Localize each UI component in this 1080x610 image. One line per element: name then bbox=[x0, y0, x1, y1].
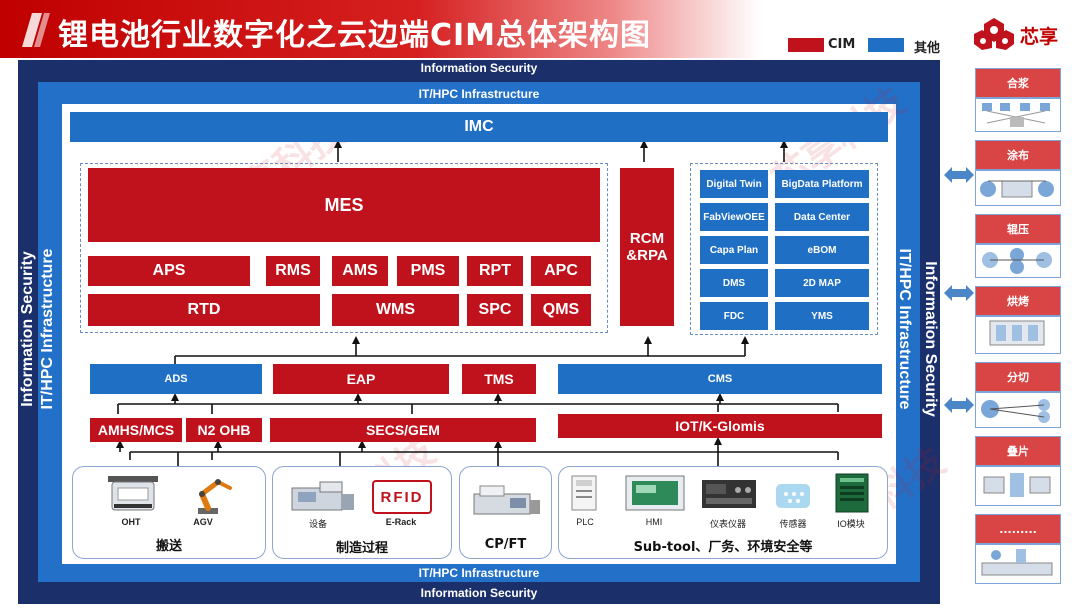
page-title: 锂电池行业数字化之云边端CIM总体架构图 bbox=[58, 18, 652, 53]
process-card-baking: 烘烤 bbox=[975, 286, 1061, 354]
cpft-equipment-icon bbox=[473, 485, 540, 515]
information-security-label-right: Information Security bbox=[922, 261, 939, 417]
process-label: 烘烤 bbox=[976, 287, 1060, 317]
other-systems-group bbox=[690, 163, 878, 335]
transport-panel bbox=[72, 466, 266, 559]
system-dms: DMS bbox=[700, 269, 768, 297]
system-fabviewoee: FabViewOEE bbox=[700, 203, 768, 231]
eap-box: EAP bbox=[273, 364, 449, 394]
double-arrow-icon bbox=[944, 397, 974, 413]
logo-icon bbox=[974, 18, 1014, 50]
subtool-title: Sub-tool、厂务、环境安全等 bbox=[633, 540, 813, 555]
system-bigdata-platform: BigData Platform bbox=[775, 170, 869, 198]
sensor-caption: 传感器 bbox=[779, 519, 807, 529]
module-qms: QMS bbox=[531, 294, 591, 326]
module-aps: APS bbox=[88, 256, 250, 286]
coating-diagram-icon bbox=[980, 180, 1054, 198]
module-rpt: RPT bbox=[467, 256, 523, 286]
system-ebom: eBOM bbox=[775, 236, 869, 264]
process-card-more: ......... bbox=[975, 514, 1061, 584]
hmi-icon bbox=[625, 475, 685, 511]
sensor-icon bbox=[776, 484, 810, 508]
double-arrow-icon bbox=[944, 285, 974, 301]
oht-icon bbox=[108, 476, 158, 511]
process-card-slitting: 分切 bbox=[975, 362, 1061, 428]
more-process-diagram-icon bbox=[981, 549, 1053, 576]
module-wms: WMS bbox=[332, 294, 459, 326]
mixing-diagram-icon bbox=[982, 103, 1050, 127]
instrument-caption: 仪表仪器 bbox=[709, 519, 746, 529]
process-card-mixing: 合浆 bbox=[975, 68, 1061, 132]
manufacturing-title: 制造过程 bbox=[335, 541, 388, 556]
process-card-rolling: 辊压 bbox=[975, 214, 1061, 278]
stacking-diagram-icon bbox=[983, 473, 1051, 497]
system-data-center: Data Center bbox=[775, 203, 869, 231]
legend-other-label: 其他 bbox=[914, 41, 941, 56]
module-spc: SPC bbox=[467, 294, 523, 326]
legend-other-swatch bbox=[868, 38, 904, 52]
system-fdc: FDC bbox=[700, 302, 768, 330]
plc-caption: PLC bbox=[576, 517, 594, 527]
hmi-caption: HMI bbox=[645, 517, 663, 527]
module-apc: APC bbox=[531, 256, 591, 286]
oht-caption: OHT bbox=[121, 517, 141, 527]
iot-kglomis-box: IOT/K-Glomis bbox=[558, 414, 882, 438]
amhs-mcs-box: AMHS/MCS bbox=[90, 418, 182, 442]
imc-bar: IMC bbox=[70, 112, 888, 142]
logo-text: 芯享 bbox=[1020, 26, 1059, 48]
system-capa-plan: Capa Plan bbox=[700, 236, 768, 264]
equipment-icon bbox=[291, 481, 354, 511]
baking-diagram-icon bbox=[989, 320, 1045, 346]
process-card-coating: 涂布 bbox=[975, 140, 1061, 206]
information-security-label-top: Information Security bbox=[420, 61, 538, 75]
agv-robot-arm-icon bbox=[198, 479, 232, 514]
cms-box: CMS bbox=[558, 364, 882, 394]
module-rms: RMS bbox=[266, 256, 320, 286]
cpft-title: CP/FT bbox=[484, 537, 527, 552]
io-module-icon bbox=[835, 473, 869, 513]
n2-ohb-box: N2 OHB bbox=[186, 418, 262, 442]
plc-icon bbox=[571, 475, 597, 511]
instrument-icon bbox=[702, 480, 756, 508]
process-label: ......... bbox=[976, 515, 1060, 545]
legend-cim-label: CIM bbox=[828, 37, 856, 52]
it-hpc-label-left: IT/HPC Infrastructure bbox=[39, 248, 56, 410]
process-label: 分切 bbox=[976, 363, 1060, 393]
slitting-diagram-icon bbox=[981, 399, 1050, 423]
title-deco-icon bbox=[22, 13, 50, 47]
rfid-icon: RFID bbox=[372, 480, 432, 514]
system-yms: YMS bbox=[775, 302, 869, 330]
agv-caption: AGV bbox=[193, 517, 213, 527]
rfid-label: RFID bbox=[380, 488, 424, 506]
ads-box: ADS bbox=[90, 364, 262, 394]
it-hpc-label-top: IT/HPC Infrastructure bbox=[418, 87, 540, 101]
process-label: 辊压 bbox=[976, 215, 1060, 245]
process-label: 叠片 bbox=[976, 437, 1060, 467]
information-security-label-left: Information Security bbox=[19, 251, 36, 407]
process-label: 涂布 bbox=[976, 141, 1060, 171]
mes-box: MES bbox=[88, 168, 600, 242]
equipment-caption: 设备 bbox=[308, 519, 327, 529]
header-banner bbox=[0, 0, 760, 58]
tms-box: TMS bbox=[462, 364, 536, 394]
rolling-diagram-icon bbox=[982, 248, 1052, 274]
mes-group bbox=[80, 163, 608, 333]
erack-caption: E-Rack bbox=[385, 517, 417, 527]
it-hpc-label-right: IT/HPC Infrastructure bbox=[896, 248, 913, 410]
process-label: 合浆 bbox=[976, 69, 1060, 99]
rcm-rpa-box: RCM &RPA bbox=[620, 168, 674, 326]
transport-title: 搬送 bbox=[155, 539, 182, 554]
module-rtd: RTD bbox=[88, 294, 320, 326]
system-digital-twin: Digital Twin bbox=[700, 170, 768, 198]
system-2d-map: 2D MAP bbox=[775, 269, 869, 297]
module-ams: AMS bbox=[332, 256, 388, 286]
secs-gem-box: SECS/GEM bbox=[270, 418, 536, 442]
process-card-stacking: 叠片 bbox=[975, 436, 1061, 506]
module-pms: PMS bbox=[397, 256, 459, 286]
double-arrow-icon bbox=[944, 167, 974, 183]
it-hpc-label-bottom: IT/HPC Infrastructure bbox=[418, 566, 540, 580]
legend-cim-swatch bbox=[788, 38, 824, 52]
io-module-caption: IO模块 bbox=[837, 519, 865, 529]
information-security-label-bottom: Information Security bbox=[420, 586, 538, 600]
